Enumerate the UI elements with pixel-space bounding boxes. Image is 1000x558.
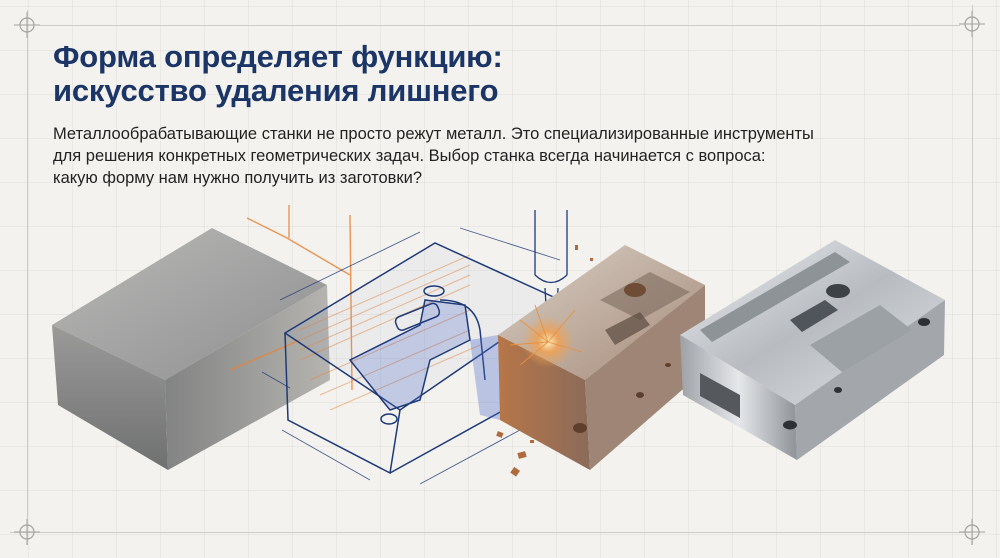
body-line-3: какую форму нам нужно получить из загото… xyxy=(53,169,423,187)
machining-process-illustration xyxy=(52,205,945,485)
title-line-2: искусство удаления лишнего xyxy=(53,73,499,108)
frame-line-bottom xyxy=(10,532,970,533)
crosshair-icon xyxy=(14,519,40,545)
crosshair-icon xyxy=(959,11,985,37)
title-line-1: Форма определяет функцию: xyxy=(53,39,503,74)
body-line-1: Металлообрабатывающие станки не просто р… xyxy=(53,125,814,143)
toolpath-lines xyxy=(229,205,481,411)
finished-part xyxy=(680,240,945,460)
frame-line-top xyxy=(40,25,960,26)
slide-title: Форма определяет функцию: искусство удал… xyxy=(53,40,503,108)
frame-line-left xyxy=(27,10,28,545)
crosshair-icon xyxy=(959,519,985,545)
cutting-sparks xyxy=(509,304,583,368)
metal-chips xyxy=(496,245,593,477)
crosshair-icon xyxy=(14,12,40,38)
body-line-2: для решения конкретных геометрических за… xyxy=(53,147,766,165)
frame-line-right xyxy=(972,5,973,545)
slide-body-text: Металлообрабатывающие станки не просто р… xyxy=(53,123,953,189)
blueprint-wireframe xyxy=(261,227,562,485)
